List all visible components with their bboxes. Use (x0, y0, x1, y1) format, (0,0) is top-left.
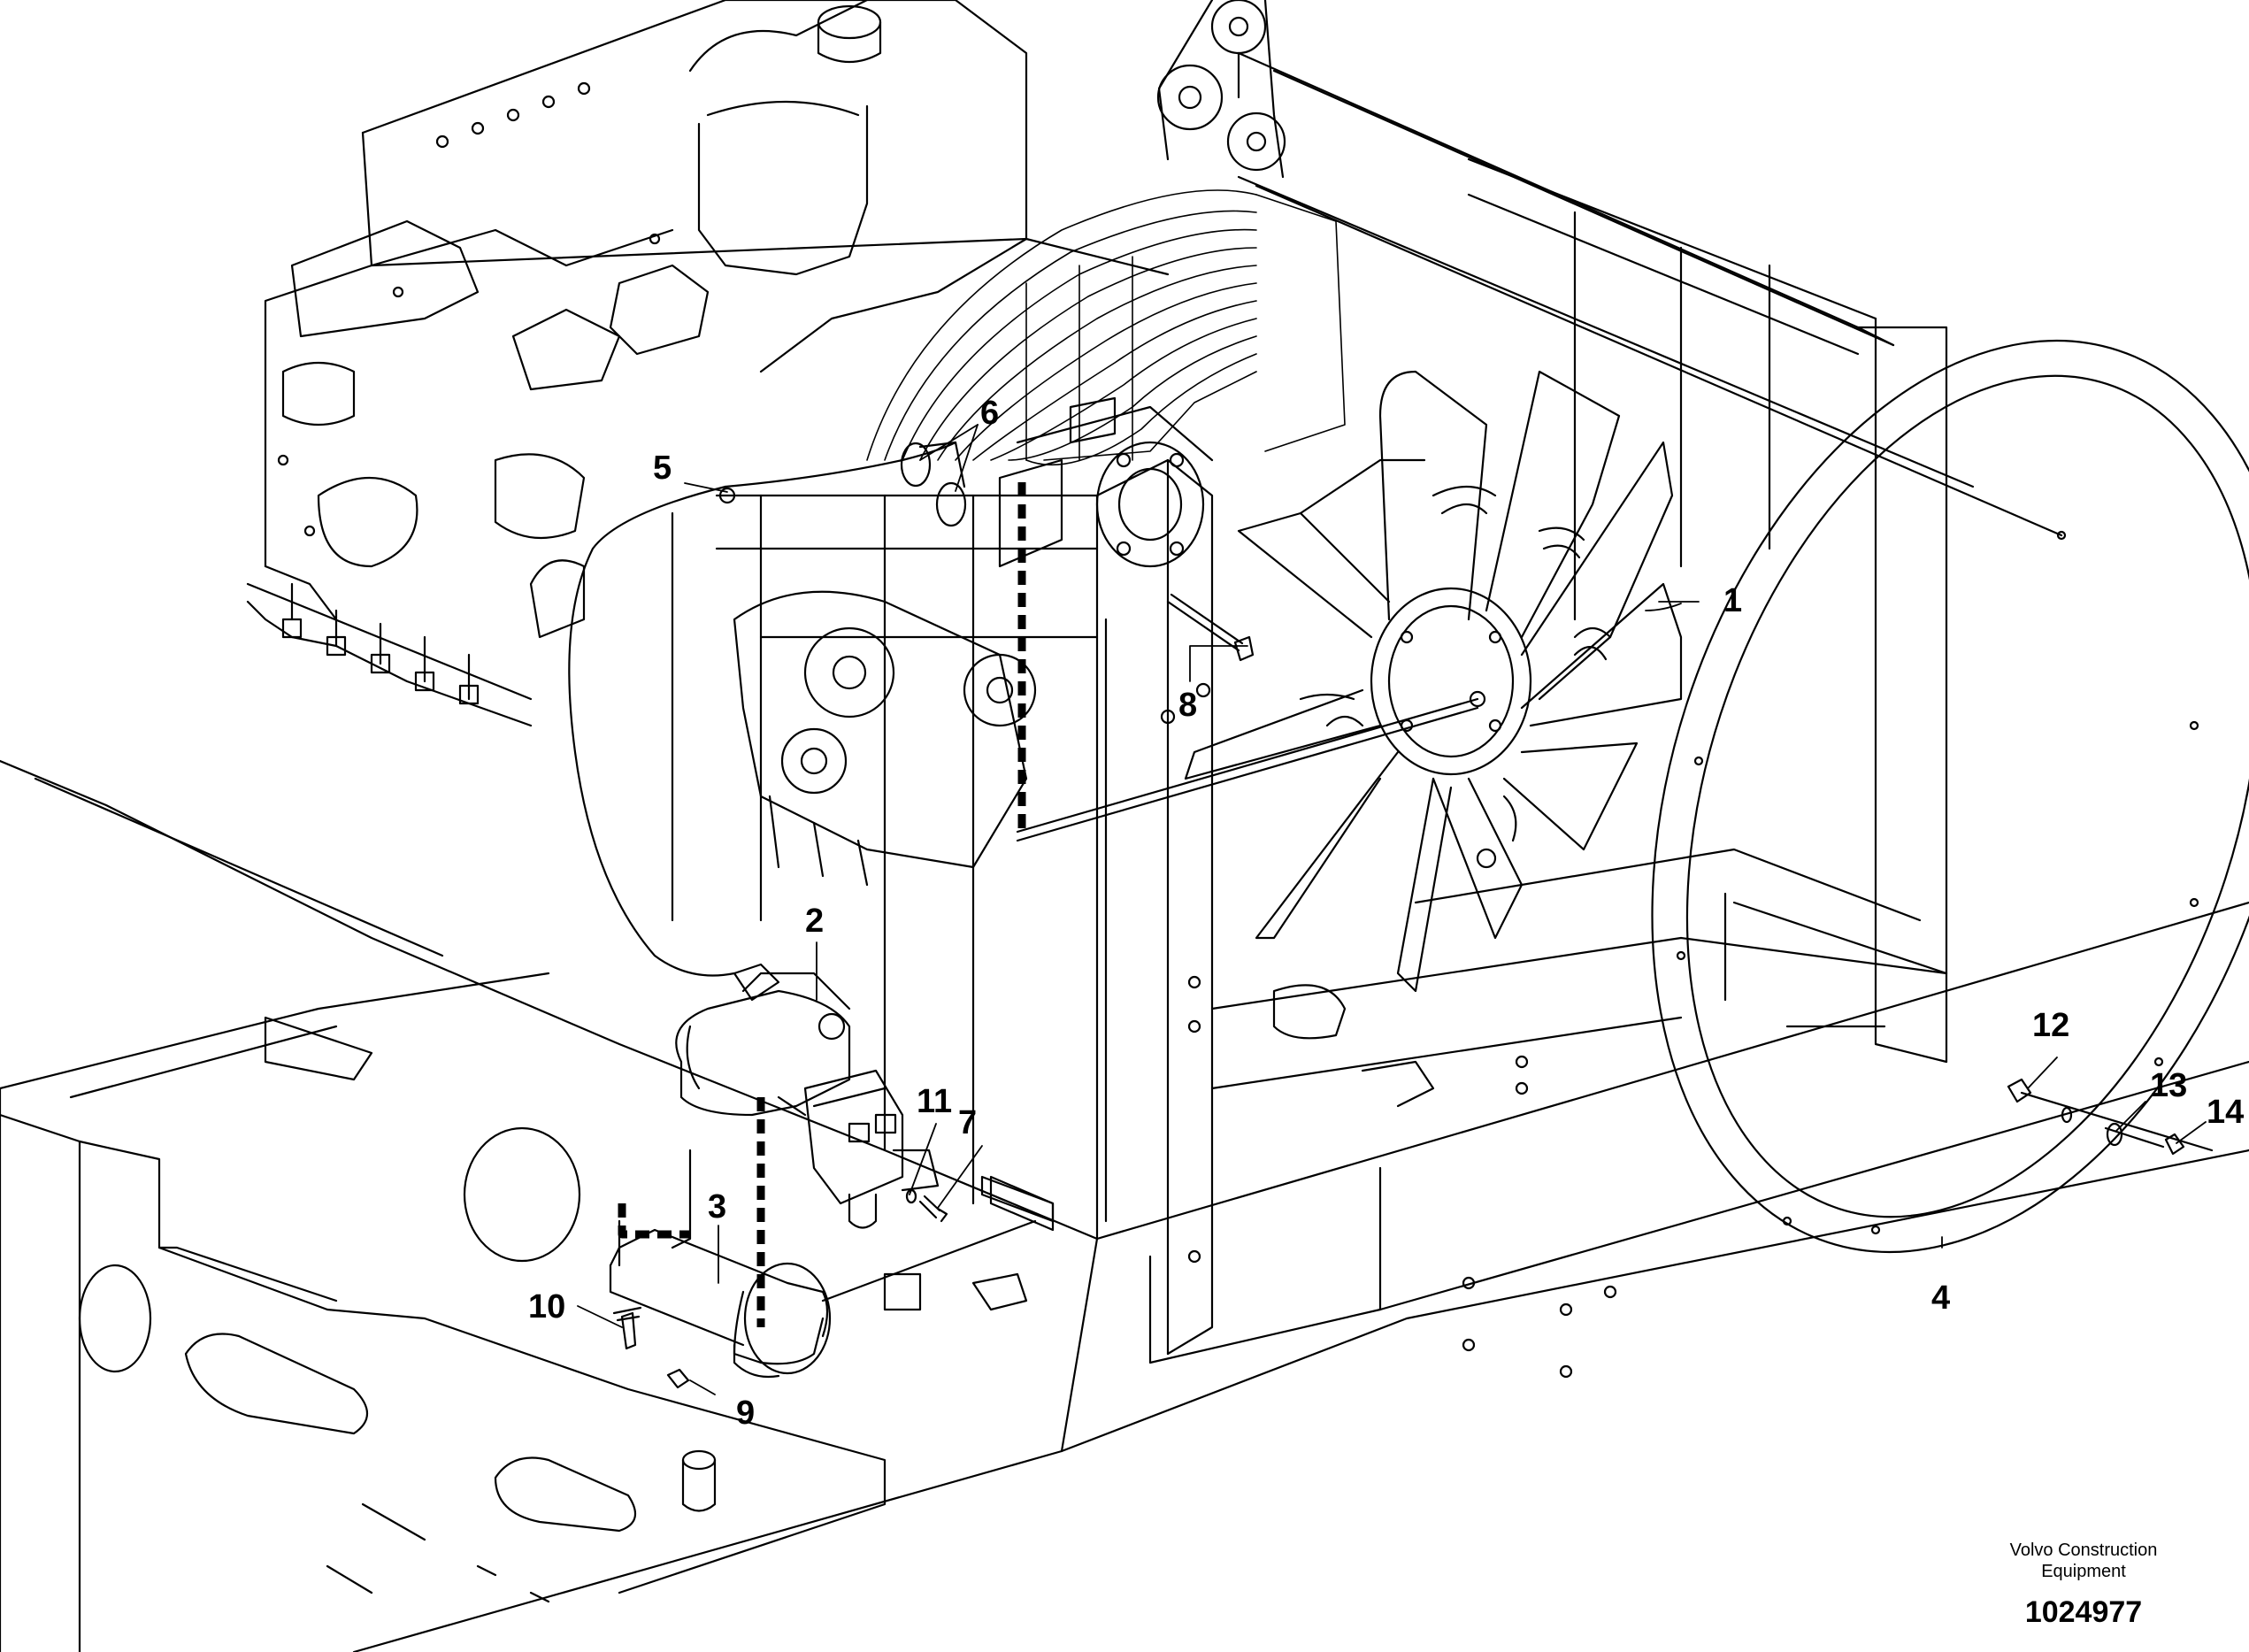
callout-6: 6 (980, 395, 1000, 432)
callout-1: 1 (1723, 582, 1743, 619)
assembly-lines (618, 482, 1026, 1327)
cooling-fan (998, 370, 1683, 993)
hose-clamp (900, 441, 967, 527)
callout-4: 4 (1931, 1279, 1951, 1317)
callout-9: 9 (736, 1395, 756, 1432)
callout-14: 14 (2207, 1094, 2245, 1131)
engine-block (246, 0, 1286, 887)
pressure-switch (675, 963, 940, 1229)
radiator-grille (866, 189, 1346, 466)
callout-11: 11 (917, 1083, 953, 1120)
bolt-8 (1166, 593, 1255, 662)
fan-shroud-ring (1237, 175, 2249, 1253)
callout-3: 3 (708, 1188, 727, 1226)
brand-name-line1: Volvo Construction (2009, 1541, 2158, 1560)
mounting-bracket (609, 1149, 1037, 1379)
drawing-title-block: Volvo Construction Equipment 1024977 (1991, 1540, 2176, 1631)
callout-2: 2 (805, 903, 825, 940)
screws (612, 1188, 948, 1389)
wire-harness (568, 441, 957, 977)
drawing-number: 1024977 (2024, 1595, 2143, 1629)
callout-7: 7 (958, 1104, 978, 1141)
frame (0, 51, 2249, 1652)
leader-lines (577, 424, 2207, 1395)
callout-12: 12 (2032, 1007, 2070, 1044)
callout-13: 13 (2150, 1067, 2188, 1104)
callout-5: 5 (653, 449, 672, 487)
callout-10: 10 (528, 1288, 566, 1325)
brand-name-line2: Equipment (2041, 1562, 2126, 1581)
callout-8: 8 (1178, 687, 1198, 724)
